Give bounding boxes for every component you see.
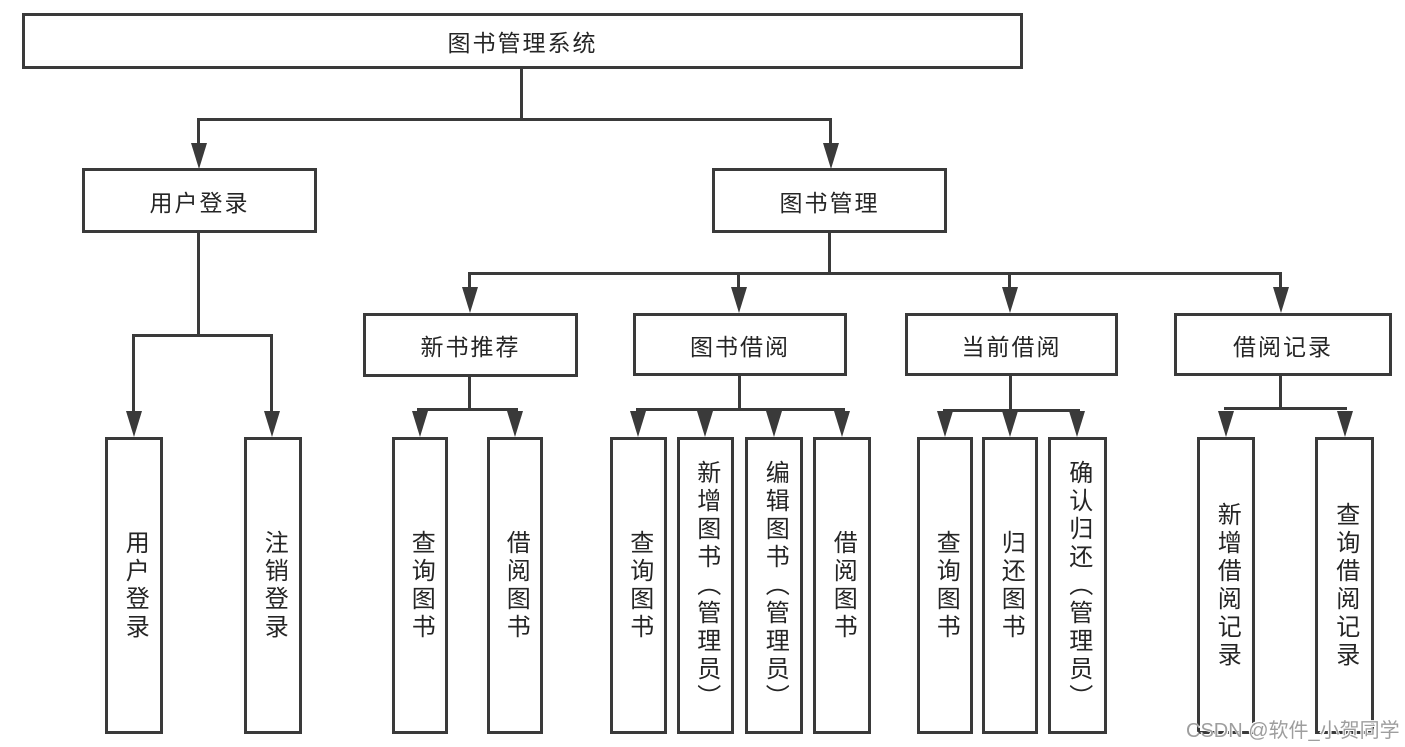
arrow-down-icon (1002, 287, 1018, 313)
connector-line (132, 334, 273, 337)
node-label: 查询图书 (407, 529, 435, 642)
node-new-book-recommend: 新书推荐 (363, 313, 578, 377)
connector-line (828, 231, 831, 275)
csdn-watermark: CSDN @软件_小贺同学 (1186, 720, 1400, 742)
arrow-down-icon (126, 411, 142, 437)
connector-line (737, 272, 740, 290)
connector-line (417, 408, 518, 411)
leaf-bb-add-books-admin: 新增图书（管理员） (677, 437, 734, 734)
connector-line (270, 334, 273, 413)
arrow-down-icon (1337, 411, 1353, 437)
connector-line (520, 67, 523, 121)
node-label: 查询图书 (932, 529, 960, 642)
connector-line (943, 409, 1080, 412)
leaf-bb-edit-books-admin: 编辑图书（管理员） (745, 437, 803, 734)
node-label: 借阅图书 (502, 529, 530, 642)
arrow-down-icon (731, 287, 747, 313)
connector-line (1279, 373, 1282, 410)
node-label: 借阅图书 (829, 529, 857, 642)
leaf-logout: 注销登录 (244, 437, 302, 734)
node-label: 用户登录 (121, 529, 149, 642)
connector-line (636, 408, 845, 411)
arrow-down-icon (823, 143, 839, 169)
arrow-down-icon (1273, 287, 1289, 313)
arrow-down-icon (834, 411, 850, 437)
arrow-down-icon (191, 143, 207, 169)
leaf-cb-confirm-return-admin: 确认归还（管理员） (1048, 437, 1107, 734)
node-label: 查询图书 (625, 529, 653, 642)
leaf-br-query-record: 查询借阅记录 (1315, 437, 1374, 734)
node-label: 图书借阅 (690, 333, 790, 360)
arrow-down-icon (937, 411, 953, 437)
node-label: 借阅记录 (1233, 333, 1333, 360)
arrow-down-icon (462, 287, 478, 313)
connector-line (1008, 272, 1011, 290)
connector-line (738, 373, 741, 411)
node-current-borrowing: 当前借阅 (905, 313, 1118, 376)
node-user-login: 用户登录 (82, 168, 317, 233)
connector-line (1009, 373, 1012, 412)
leaf-cb-query-books: 查询图书 (917, 437, 973, 734)
connector-line (1224, 407, 1347, 410)
arrow-down-icon (1069, 411, 1085, 437)
arrow-down-icon (412, 411, 428, 437)
connector-line (197, 118, 200, 145)
arrow-down-icon (1218, 411, 1234, 437)
node-label: 新增借阅记录 (1213, 501, 1241, 670)
leaf-nbr-borrow-books: 借阅图书 (487, 437, 543, 734)
node-borrow-records: 借阅记录 (1174, 313, 1392, 376)
node-book-borrowing: 图书借阅 (633, 313, 847, 376)
leaf-user-login: 用户登录 (105, 437, 163, 734)
node-label: 图书管理 (779, 189, 880, 216)
node-label: 新书推荐 (420, 334, 521, 360)
node-book-management: 图书管理 (712, 168, 947, 233)
connector-line (132, 334, 135, 413)
arrow-down-icon (507, 411, 523, 437)
leaf-nbr-query-books: 查询图书 (392, 437, 448, 734)
connector-line (468, 272, 471, 290)
leaf-cb-return-books: 归还图书 (982, 437, 1038, 734)
node-label: 归还图书 (997, 529, 1025, 642)
leaf-br-add-record: 新增借阅记录 (1197, 437, 1255, 734)
node-label: 确认归还（管理员） (1064, 459, 1092, 712)
connector-line (829, 118, 832, 145)
node-label: 当前借阅 (961, 333, 1062, 360)
connector-line (468, 272, 1282, 275)
node-label: 新增图书（管理员） (692, 459, 720, 712)
connector-line (468, 374, 471, 411)
node-label: 查询借阅记录 (1331, 501, 1359, 670)
leaf-bb-borrow-books: 借阅图书 (813, 437, 871, 734)
node-label: 注销登录 (260, 529, 288, 642)
connector-line (1279, 272, 1282, 290)
leaf-bb-query-books: 查询图书 (610, 437, 667, 734)
node-label: 图书管理系统 (447, 30, 598, 56)
arrow-down-icon (1002, 411, 1018, 437)
node-label: 用户登录 (149, 189, 250, 216)
node-book-management-system: 图书管理系统 (22, 13, 1023, 69)
arrow-down-icon (697, 411, 713, 437)
connector-line (197, 118, 832, 121)
node-label: 编辑图书（管理员） (761, 459, 789, 712)
arrow-down-icon (264, 411, 280, 437)
connector-line (197, 231, 200, 337)
arrow-down-icon (766, 411, 782, 437)
arrow-down-icon (630, 411, 646, 437)
